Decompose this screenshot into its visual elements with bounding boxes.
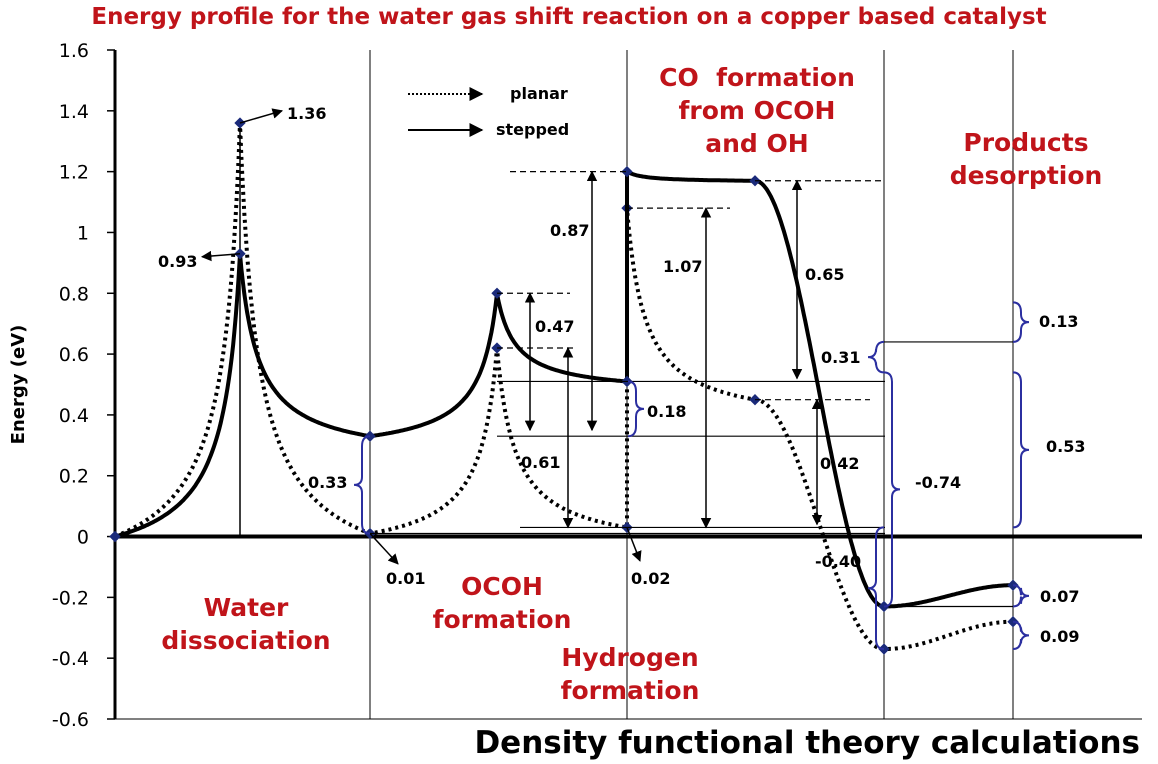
pointer-arrow xyxy=(239,108,284,124)
energy-brace xyxy=(353,435,371,535)
energy-annotation: 0.33 xyxy=(308,473,347,492)
y-tick-label: 1 xyxy=(77,222,89,244)
y-tick-label: 0.2 xyxy=(59,466,89,488)
pointer-arrow xyxy=(369,532,399,565)
energy-annotation: 0.61 xyxy=(521,453,560,472)
region-label: and OH xyxy=(705,129,808,158)
energy-annotation: -0.74 xyxy=(915,473,961,492)
energy-annotation: 1.07 xyxy=(663,257,702,276)
energy-brace xyxy=(1012,301,1030,343)
energy-annotation: 0.07 xyxy=(1040,587,1079,606)
region-label: from OCOH xyxy=(679,96,836,125)
energy-annotation: 0.65 xyxy=(805,265,844,284)
energy-annotation: 1.36 xyxy=(287,104,326,123)
data-point-stepped xyxy=(621,165,633,178)
y-tick-label: -0.6 xyxy=(52,709,89,731)
chart-title: Energy profile for the water gas shift r… xyxy=(91,4,1046,30)
energy-brace xyxy=(1012,620,1030,651)
y-tick-label: 0.6 xyxy=(59,344,89,366)
energy-annotation: 0.87 xyxy=(550,221,589,240)
y-tick-label: 1.6 xyxy=(59,40,89,62)
x-axis-label: Density functional theory calculations xyxy=(474,725,1140,761)
region-label: OCOH xyxy=(461,572,543,601)
region-label: desorption xyxy=(950,161,1103,190)
energy-annotation: 0.02 xyxy=(631,569,670,588)
y-tick-label: 0.4 xyxy=(59,405,89,427)
y-tick-label: 0 xyxy=(77,527,89,549)
y-tick-label: 1.4 xyxy=(59,101,89,123)
region-label: CO formation xyxy=(659,63,855,92)
region-label: dissociation xyxy=(161,626,330,655)
y-tick-label: -0.2 xyxy=(52,587,89,609)
legend-label-planar: planar xyxy=(510,84,568,103)
pointer-arrow xyxy=(200,250,241,262)
region-label: Products xyxy=(963,128,1088,157)
y-tick-label: 0.8 xyxy=(59,283,89,305)
energy-annotation: 0.18 xyxy=(647,402,686,421)
y-axis-label: Energy (eV) xyxy=(8,325,29,445)
region-label: formation xyxy=(561,676,700,705)
legend-label-stepped: stepped xyxy=(496,120,569,139)
energy-brace xyxy=(627,380,645,438)
data-point-stepped xyxy=(109,530,121,543)
energy-brace xyxy=(867,526,885,651)
energy-annotation: 0.53 xyxy=(1046,437,1085,456)
y-tick-label: 1.2 xyxy=(59,162,89,184)
energy-annotation: 0.31 xyxy=(821,348,860,367)
energy-annotation: 0.09 xyxy=(1040,627,1079,646)
region-label: Hydrogen xyxy=(561,643,698,672)
energy-brace xyxy=(883,371,901,608)
energy-annotation: 0.01 xyxy=(386,569,425,588)
energy-brace xyxy=(867,340,885,374)
pointer-arrow xyxy=(626,527,642,562)
energy-annotation: 0.13 xyxy=(1039,312,1078,331)
energy-brace xyxy=(1012,371,1030,529)
region-label: Water xyxy=(204,593,289,622)
energy-annotation: 0.93 xyxy=(158,252,197,271)
series-line-planar xyxy=(114,121,1014,652)
energy-annotation: 0.42 xyxy=(820,454,859,473)
energy-annotation: 0.47 xyxy=(535,317,574,336)
energy-brace xyxy=(1012,584,1030,608)
region-label: formation xyxy=(433,605,572,634)
energy-annotation: -0.40 xyxy=(815,552,861,571)
y-tick-label: -0.4 xyxy=(52,648,89,670)
